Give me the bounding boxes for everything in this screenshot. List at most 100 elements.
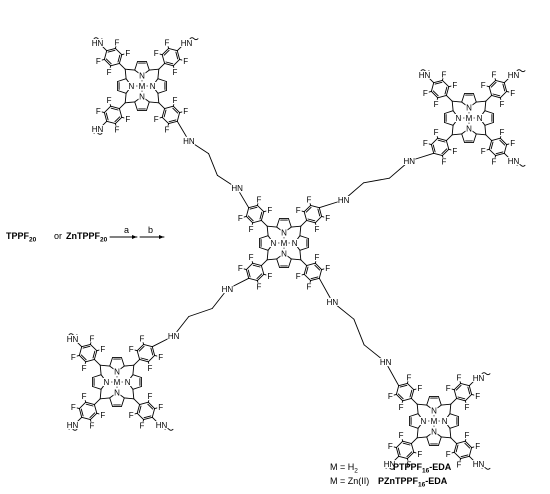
label-knockout <box>430 417 438 425</box>
fluorine-atom: F <box>158 403 163 412</box>
label-knockout <box>138 421 146 430</box>
tr-pyrrole <box>461 133 465 143</box>
fluorine-atom: F <box>115 126 120 135</box>
label-knockout <box>157 403 165 411</box>
label-knockout <box>138 82 146 90</box>
nitrogen-atom: N <box>129 82 135 91</box>
bl-aryl-2-ring <box>143 416 153 421</box>
tl-aryl-3-double <box>110 107 119 111</box>
label-knockout <box>454 114 462 122</box>
fluorine-atom: F <box>147 392 152 401</box>
bl-aryl-3-ring <box>78 408 83 418</box>
bl-meso-bond <box>99 364 102 376</box>
tl-aryl-1-double <box>163 49 170 56</box>
br-aryl-2-ring <box>468 447 473 457</box>
br-aryl-3-double <box>402 442 411 446</box>
label-knockout <box>163 38 171 47</box>
fluorine-atom: F <box>457 373 462 382</box>
core-aryl-0-double <box>247 215 254 222</box>
core-aryl-2-double <box>310 276 319 280</box>
core-aryl-2-link <box>300 259 308 267</box>
label-knockout <box>403 157 416 165</box>
fluorine-atom: F <box>129 411 134 420</box>
br-meso-bond <box>449 403 452 415</box>
bl-aryl-3-link <box>93 398 101 406</box>
label-knockout <box>305 282 313 291</box>
label-knockout <box>498 99 506 108</box>
tl-aryl-3-double <box>105 112 109 121</box>
tr-meso-bond <box>451 100 463 103</box>
tr-aryl-0-ring <box>430 82 435 92</box>
tl-meso-bond <box>124 92 127 104</box>
tr-aryl-2-double <box>499 139 506 146</box>
tl-aryl-1-double <box>165 61 174 65</box>
tr-pyrrole <box>484 122 494 126</box>
bl-pyrrole <box>121 357 125 367</box>
bl-aryl-2-double <box>143 415 152 419</box>
tr-pyrrole <box>473 133 477 143</box>
br-aryl-0-double <box>409 389 413 398</box>
metal-center: M <box>466 114 473 123</box>
label-knockout <box>383 460 396 469</box>
tr-aryl-1-ring <box>488 79 497 88</box>
label-knockout <box>180 38 193 47</box>
nitrogen-atom: N <box>139 93 145 102</box>
label-knockout <box>509 139 517 147</box>
label-knockout <box>465 124 473 133</box>
amine-nh: HN <box>168 332 180 341</box>
core-aryl-2-ring <box>314 262 323 271</box>
fluorine-atom: F <box>423 89 428 98</box>
label-knockout <box>69 353 77 361</box>
core-aryl-2-ring <box>303 265 308 275</box>
label-knockout <box>80 392 88 401</box>
tr-meso-bond <box>451 124 454 136</box>
br-pyrrole <box>449 425 459 429</box>
label-knockout <box>80 363 88 372</box>
label-knockout <box>88 421 96 430</box>
bl-aryl-1-ring <box>151 346 156 356</box>
br-meso-bond <box>449 427 452 439</box>
tr-meso-bond <box>475 133 487 136</box>
label-knockout <box>124 49 132 58</box>
label-knockout <box>337 196 350 204</box>
fluorine-atom: F <box>96 57 101 66</box>
bl-aryl-0-ring <box>78 346 83 356</box>
tr-aryl-1-ring <box>491 94 501 99</box>
fluorine-atom: F <box>267 206 272 215</box>
bl-aryl-3-ring <box>81 416 91 421</box>
metal-center: M <box>139 82 146 91</box>
tr-aryl-1-double <box>490 81 497 88</box>
fluorine-atom: F <box>125 49 130 58</box>
br-aryl-0-link <box>410 397 418 405</box>
tr-aryl-3-ring <box>433 152 443 157</box>
label-knockout <box>405 373 413 382</box>
label-knockout <box>280 228 288 237</box>
label-knockout <box>236 264 244 272</box>
core-pyrrole <box>299 247 309 251</box>
label-knockout <box>99 345 107 354</box>
label-knockout <box>88 334 96 343</box>
tl-aryl-2-double <box>168 119 177 123</box>
label-knockout <box>430 406 438 415</box>
label-knockout <box>163 125 171 134</box>
tr-aryl-0-ring <box>441 79 450 88</box>
br-aryl-0-ring <box>395 385 400 395</box>
fluorine-atom: F <box>481 147 486 156</box>
label-knockout <box>113 388 121 397</box>
core-aryl-0-ring <box>245 215 254 224</box>
fluorine-atom: F <box>452 81 457 90</box>
tr-aryl-2-ring <box>488 140 493 150</box>
core-aryl-0-link <box>260 219 268 227</box>
core-aryl-1-ring <box>314 215 323 224</box>
bl-meso-bond <box>132 388 135 400</box>
bl-aryl-2-double <box>147 403 154 410</box>
reactant-1: TPPF20 <box>6 231 37 244</box>
tr-aryl-1-ring <box>499 90 508 99</box>
fluorine-atom: F <box>140 334 145 343</box>
nitrogen-atom: N <box>271 239 277 248</box>
label-knockout <box>113 125 121 134</box>
terminal-amine: HN <box>156 421 168 430</box>
core-pyrrole <box>299 235 309 239</box>
tr-aryl-3-ring <box>430 144 435 154</box>
